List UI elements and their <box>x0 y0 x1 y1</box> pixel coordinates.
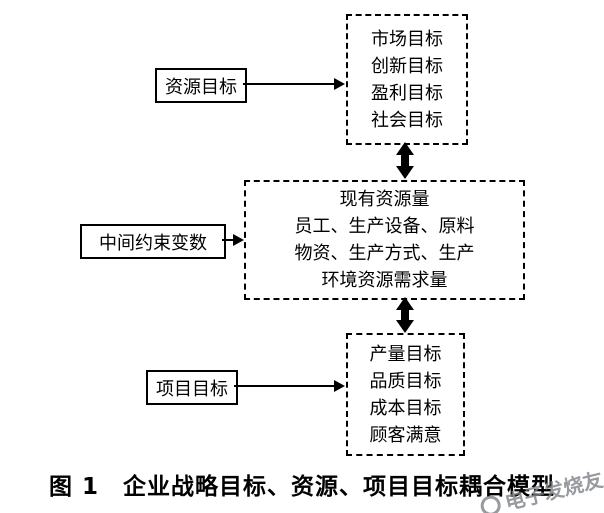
strategic-goals-box: 市场目标 创新目标 盈利目标 社会目标 <box>346 14 468 145</box>
arrow-constraint-to-resources-icon <box>222 234 244 246</box>
strategic-goal-line: 盈利目标 <box>371 82 443 104</box>
resources-line: 环境资源需求量 <box>321 270 448 291</box>
resources-line: 物资、生产方式、生产 <box>294 243 475 264</box>
project-goal-line: 产量目标 <box>369 343 442 365</box>
arrow-project-to-goals-icon <box>234 380 345 392</box>
double-arrow-strategic-resources-icon <box>401 154 409 167</box>
strategic-goal-line: 市场目标 <box>371 28 443 50</box>
project-goal-label: 项目目标 <box>156 378 228 400</box>
constraint-variables-label: 中间约束变数 <box>99 232 207 254</box>
resources-box: 现有资源量 员工、生产设备、原料 物资、生产方式、生产 环境资源需求量 <box>244 180 525 300</box>
figure-caption: 图 1 企业战略目标、资源、项目目标耦合模型 <box>48 474 555 500</box>
resource-goal-label: 资源目标 <box>165 76 237 98</box>
project-goal-line: 顾客满意 <box>369 424 442 446</box>
double-arrow-resources-project-icon <box>401 309 409 321</box>
project-goals-box: 产量目标 品质目标 成本目标 顾客满意 <box>346 333 465 456</box>
resource-goal-label-box: 资源目标 <box>155 68 247 103</box>
resources-line: 员工、生产设备、原料 <box>294 216 475 237</box>
project-goal-line: 成本目标 <box>369 397 442 419</box>
arrow-resource-to-strategic-icon <box>243 78 345 90</box>
project-goal-label-box: 项目目标 <box>146 370 238 405</box>
resources-line: 现有资源量 <box>339 189 430 210</box>
strategic-goal-line: 社会目标 <box>371 109 443 131</box>
strategic-goal-line: 创新目标 <box>371 55 443 77</box>
constraint-variables-label-box: 中间约束变数 <box>80 224 226 259</box>
project-goal-line: 品质目标 <box>369 370 442 392</box>
